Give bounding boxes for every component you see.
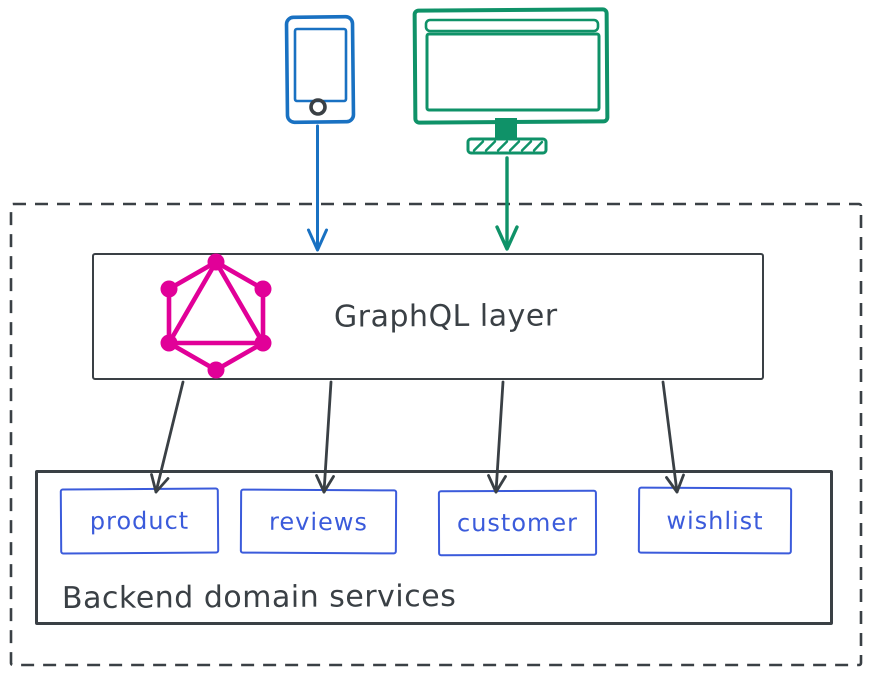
service-label: reviews xyxy=(268,507,369,536)
service-label: product xyxy=(89,506,190,536)
graphql-layer-label: GraphQL layer xyxy=(334,298,558,335)
backend-services-label: Backend domain services xyxy=(61,578,457,617)
service-box-reviews: reviews xyxy=(239,488,398,555)
service-box-wishlist: wishlist xyxy=(637,486,793,555)
mobile-device-icon xyxy=(284,14,356,125)
monitor-base-hatch xyxy=(472,140,544,152)
desktop-monitor-icon xyxy=(412,7,610,155)
service-label: wishlist xyxy=(666,506,764,535)
service-box-product: product xyxy=(59,487,220,555)
graphql-layer-box: GraphQL layer xyxy=(92,253,764,380)
service-label: customer xyxy=(456,508,579,538)
service-box-customer: customer xyxy=(437,489,598,557)
home-button-icon xyxy=(309,98,327,116)
